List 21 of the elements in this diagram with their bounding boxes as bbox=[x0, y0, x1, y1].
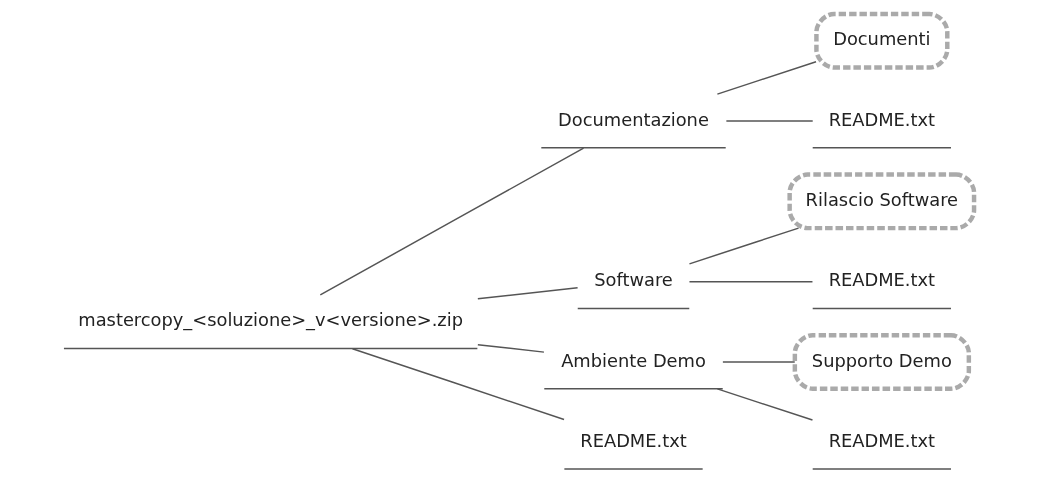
connector bbox=[688, 280, 813, 283]
node-box: Documenti bbox=[813, 11, 949, 70]
node-text: README.txt bbox=[828, 269, 935, 291]
node-text: Documentazione bbox=[557, 108, 709, 130]
node-text: mastercopy_<soluzione>_v<versione>.zip bbox=[77, 309, 463, 331]
connector bbox=[351, 347, 565, 421]
connector bbox=[476, 344, 545, 353]
connector bbox=[319, 147, 584, 296]
node-text: README.txt bbox=[828, 108, 935, 130]
node-box: Supporto Demo bbox=[792, 332, 971, 391]
node-text: README.txt bbox=[579, 429, 687, 451]
node-text: Ambiente Demo bbox=[560, 349, 706, 371]
connector bbox=[716, 388, 813, 421]
node-text: Software bbox=[593, 269, 673, 291]
connector bbox=[688, 227, 799, 265]
node-box: Rilascio Software bbox=[786, 172, 976, 231]
connector bbox=[725, 120, 813, 122]
connector bbox=[721, 361, 795, 363]
connector bbox=[476, 286, 578, 300]
connector bbox=[716, 61, 817, 95]
node-text: README.txt bbox=[828, 429, 935, 451]
